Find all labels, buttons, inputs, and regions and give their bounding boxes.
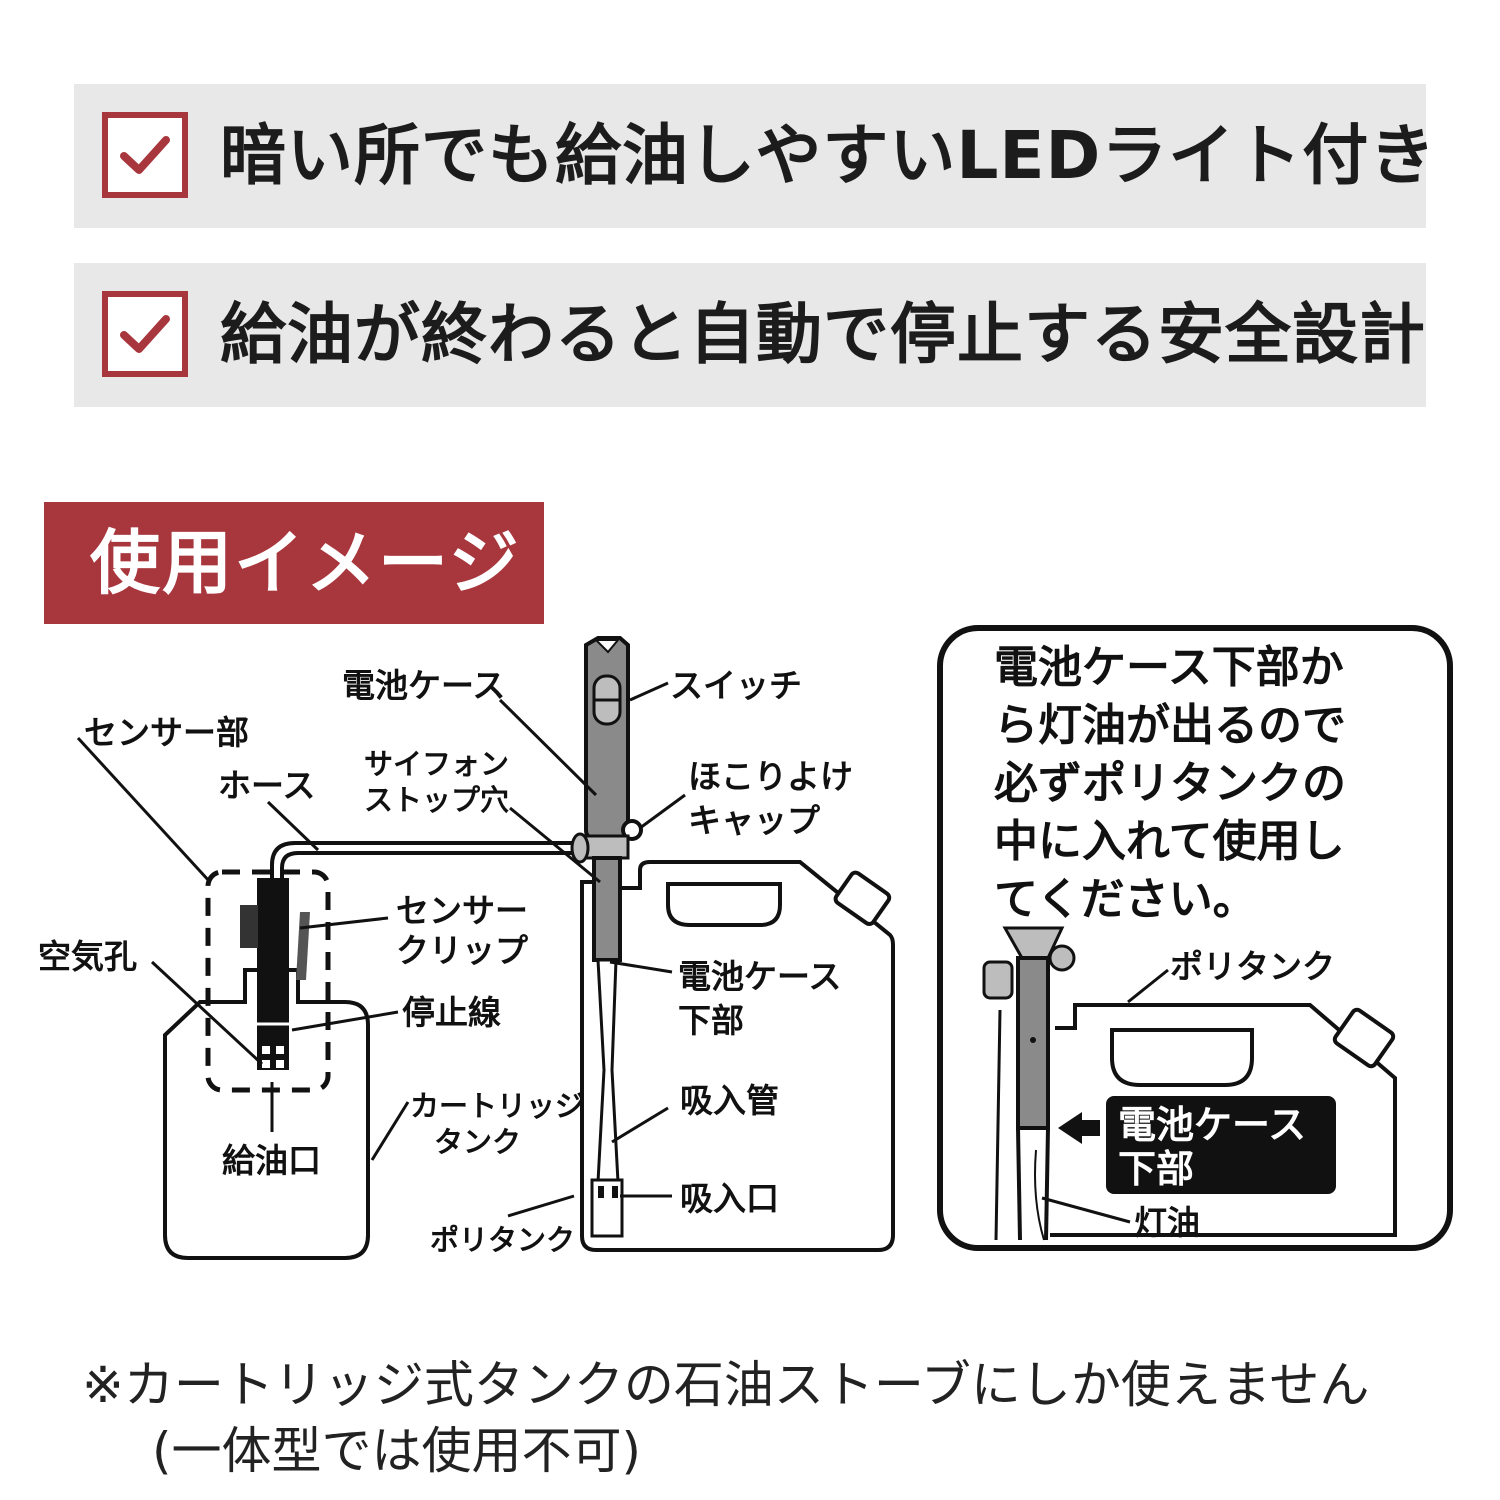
inset-warning-text: 中に入れて使用し bbox=[994, 816, 1345, 867]
hose bbox=[270, 841, 582, 880]
feature-row-led: 暗い所でも給油しやすいLEDライト付き bbox=[74, 84, 1435, 228]
inset-panel: 電池ケース下部か ら灯油が出るので 必ずポリタンクの 中に入れて使用し てくださ… bbox=[937, 625, 1453, 1251]
label-siphon-stop: サイフォン bbox=[364, 747, 509, 781]
label-sensor-part: センサー部 bbox=[84, 713, 249, 752]
checkbox-icon bbox=[102, 291, 188, 377]
label-poly-tank: ポリタンク bbox=[430, 1223, 575, 1257]
label-suction-pipe: 吸入管 bbox=[680, 1081, 779, 1120]
footnote-line: (一体型では使用不可) bbox=[152, 1422, 642, 1480]
footnote: ※カートリッジ式タンクの石油ストーブにしか使えません (一体型では使用不可) bbox=[82, 1352, 1442, 1484]
footnote-line: ※カートリッジ式タンクの石油ストーブにしか使えません bbox=[82, 1356, 1370, 1414]
label-suction-port: 吸入口 bbox=[680, 1179, 779, 1218]
inset-poly-tank-label: ポリタンク bbox=[1170, 947, 1335, 986]
label-sensor-clip: クリップ bbox=[396, 931, 529, 970]
inset-callout-label: 下部 bbox=[1118, 1147, 1194, 1191]
inset-warning-text: 必ずポリタンクの bbox=[994, 758, 1346, 809]
label-sensor-clip: センサー bbox=[396, 891, 528, 930]
pump-illustration bbox=[570, 636, 643, 1238]
inset-warning-text: 電池ケース下部か bbox=[994, 642, 1344, 693]
feature-text: 暗い所でも給油しやすいLEDライト付き bbox=[220, 117, 1437, 194]
label-switch: スイッチ bbox=[670, 666, 802, 705]
label-battery-case: 電池ケース bbox=[342, 666, 505, 705]
inset-warning-text: てください。 bbox=[994, 874, 1257, 925]
feature-text: 給油が終わると自動で停止する安全設計 bbox=[220, 296, 1426, 373]
label-dust-cap: キャップ bbox=[688, 801, 821, 840]
section-title: 使用イメージ bbox=[44, 502, 544, 624]
inset-warning-text: ら灯油が出るので bbox=[994, 700, 1346, 751]
checkbox-icon bbox=[102, 112, 188, 198]
label-cartridge-tank: カートリッジ bbox=[410, 1089, 584, 1123]
inset-callout-label: 電池ケース bbox=[1118, 1103, 1306, 1147]
sensor-area-outline bbox=[205, 869, 331, 1093]
label-battery-case-bottom: 下部 bbox=[678, 1001, 744, 1040]
label-siphon-stop: ストップ穴 bbox=[364, 783, 509, 817]
poly-tank-illustration bbox=[580, 860, 895, 1252]
sensor-body bbox=[257, 878, 289, 1070]
label-fuel-port: 給油口 bbox=[222, 1141, 321, 1180]
label-air-hole: 空気孔 bbox=[38, 937, 137, 976]
label-stop-line: 停止線 bbox=[402, 993, 501, 1032]
label-battery-case-bottom: 電池ケース bbox=[678, 957, 841, 996]
leader-lines bbox=[76, 681, 686, 1218]
inset-kerosene-label: 灯油 bbox=[1134, 1203, 1200, 1242]
feature-row-auto-stop: 給油が終わると自動で停止する安全設計 bbox=[74, 263, 1426, 407]
cartridge-tank-illustration bbox=[163, 968, 370, 1260]
label-hose: ホース bbox=[218, 766, 315, 805]
label-cartridge-tank: タンク bbox=[434, 1125, 521, 1159]
label-dust-cap: ほこりよけ bbox=[688, 757, 853, 796]
